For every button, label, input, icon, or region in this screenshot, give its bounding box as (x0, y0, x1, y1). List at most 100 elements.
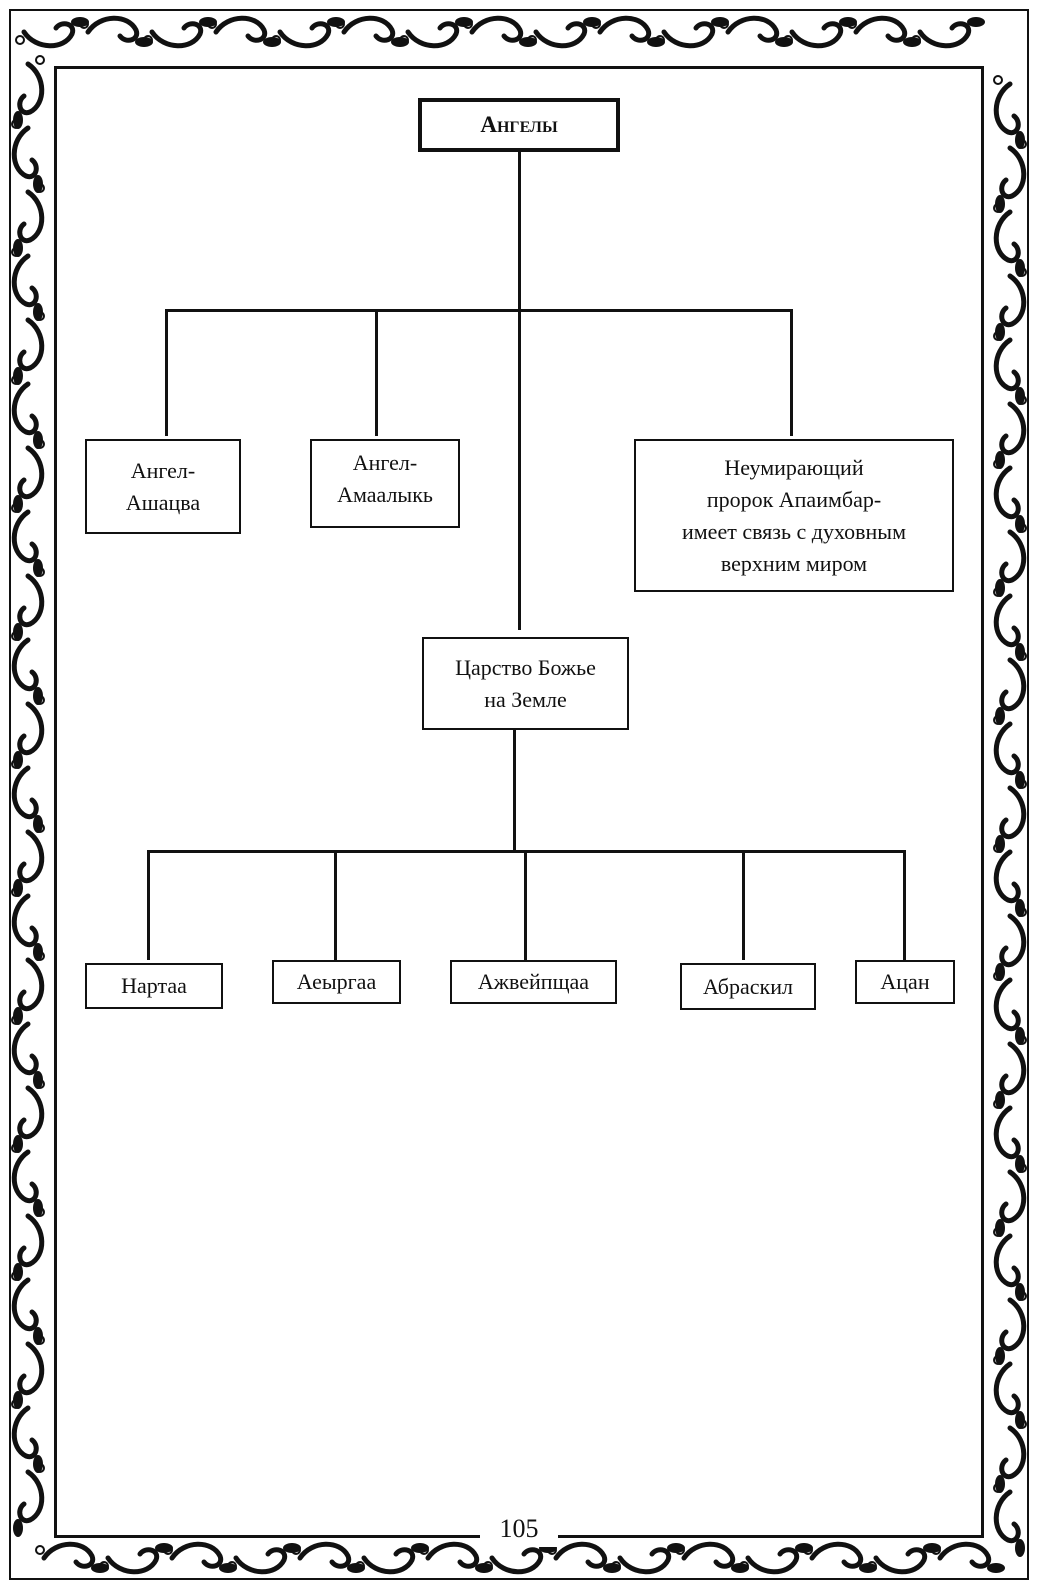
curl-circle (993, 843, 1003, 853)
connector-angel-amaalyk (375, 309, 378, 436)
node-abraskil: Абраскил (680, 963, 816, 1010)
curl-circle (1017, 1291, 1027, 1301)
scroll-swirl (661, 21, 716, 49)
scroll-swirl (853, 15, 908, 43)
curl-circle (1017, 907, 1027, 917)
curl-circle (993, 203, 1003, 213)
scroll-swirl (993, 1489, 1021, 1544)
scroll-swirl (17, 1085, 45, 1140)
curl-circle (11, 887, 21, 897)
scroll-swirl (873, 1547, 928, 1575)
page-number: 105 (480, 1511, 558, 1547)
scroll-swirl (17, 829, 45, 884)
scroll-swirl (993, 849, 1021, 904)
scroll-swirl (489, 1547, 544, 1575)
scroll-swirl (11, 1149, 39, 1204)
curl-circle (335, 19, 345, 29)
curl-circle (655, 35, 665, 45)
curl-circle (867, 1561, 877, 1571)
curl-circle (803, 1545, 813, 1555)
scroll-swirl (993, 1361, 1021, 1416)
node-root-angels: Ангелы (418, 98, 620, 152)
scroll-swirl (999, 1297, 1027, 1352)
scroll-swirl (17, 957, 45, 1012)
connector-middle-trunk (513, 728, 516, 852)
curl-circle (99, 1561, 109, 1571)
curl-circle (1017, 779, 1027, 789)
connector-root-trunk (518, 150, 521, 630)
node-immortal-prophet: Неумирающий пророк Апаимбар- имеет связь… (634, 439, 954, 592)
scroll-swirl (681, 1541, 736, 1569)
curl-circle (11, 1399, 21, 1409)
curl-circle (1017, 1035, 1027, 1045)
scroll-swirl (993, 209, 1021, 264)
curl-circle (35, 1545, 45, 1555)
leaf-mark (1015, 1539, 1025, 1557)
scroll-swirl (297, 1541, 352, 1569)
scroll-swirl (993, 593, 1021, 648)
node-nartaa: Нартаа (85, 963, 223, 1009)
curl-circle (1017, 267, 1027, 277)
curl-circle (993, 1099, 1003, 1109)
curl-circle (1017, 1419, 1027, 1429)
curl-circle (207, 19, 217, 29)
scroll-swirl (999, 1169, 1027, 1224)
scroll-swirl (11, 1277, 39, 1332)
scroll-swirl (11, 765, 39, 820)
node-aeyrgaa: Аеыргаа (272, 960, 401, 1004)
curl-circle (35, 1207, 45, 1217)
curl-circle (79, 19, 89, 29)
scroll-swirl (11, 1405, 39, 1460)
scroll-swirl (999, 1425, 1027, 1480)
scroll-swirl (993, 1105, 1021, 1160)
scroll-swirl (999, 657, 1027, 712)
scroll-swirl (85, 15, 140, 43)
scroll-swirl (11, 381, 39, 436)
scroll-swirl (789, 21, 844, 49)
scroll-swirl (725, 15, 780, 43)
curl-circle (719, 19, 729, 29)
curl-circle (1017, 395, 1027, 405)
curl-circle (35, 183, 45, 193)
curl-circle (1017, 523, 1027, 533)
connector-abraskil (742, 850, 745, 960)
scroll-swirl (999, 1041, 1027, 1096)
curl-circle (11, 1143, 21, 1153)
curl-circle (527, 35, 537, 45)
scroll-swirl (213, 15, 268, 43)
scroll-swirl (17, 573, 45, 628)
curl-circle (143, 35, 153, 45)
scroll-swirl (745, 1547, 800, 1575)
scroll-swirl (999, 273, 1027, 328)
leaf-mark (967, 17, 985, 27)
scroll-swirl (993, 721, 1021, 776)
scroll-swirl (999, 145, 1027, 200)
connector-azhveipshaa (524, 850, 527, 960)
curl-circle (11, 1015, 21, 1025)
connector-level1-bar (165, 309, 793, 312)
curl-circle (993, 331, 1003, 341)
scroll-swirl (993, 337, 1021, 392)
scroll-swirl (17, 317, 45, 372)
node-azhveipshaa: Ажвейпщаа (450, 960, 617, 1004)
curl-circle (1017, 651, 1027, 661)
curl-circle (35, 1335, 45, 1345)
leaf-mark (987, 1563, 1005, 1573)
scroll-swirl (469, 15, 524, 43)
curl-circle (35, 439, 45, 449)
curl-circle (163, 1545, 173, 1555)
scroll-swirl (917, 21, 972, 49)
curl-circle (463, 19, 473, 29)
curl-circle (35, 1079, 45, 1089)
scroll-swirl (17, 445, 45, 500)
connector-nartaa (147, 850, 150, 960)
node-angel-ashatsva: Ангел- Ашацва (85, 439, 241, 534)
scroll-swirl (553, 1541, 608, 1569)
scroll-swirl (809, 1541, 864, 1569)
scroll-swirl (11, 509, 39, 564)
curl-circle (591, 19, 601, 29)
scroll-swirl (11, 253, 39, 308)
scroll-swirl (999, 529, 1027, 584)
curl-circle (483, 1561, 493, 1571)
